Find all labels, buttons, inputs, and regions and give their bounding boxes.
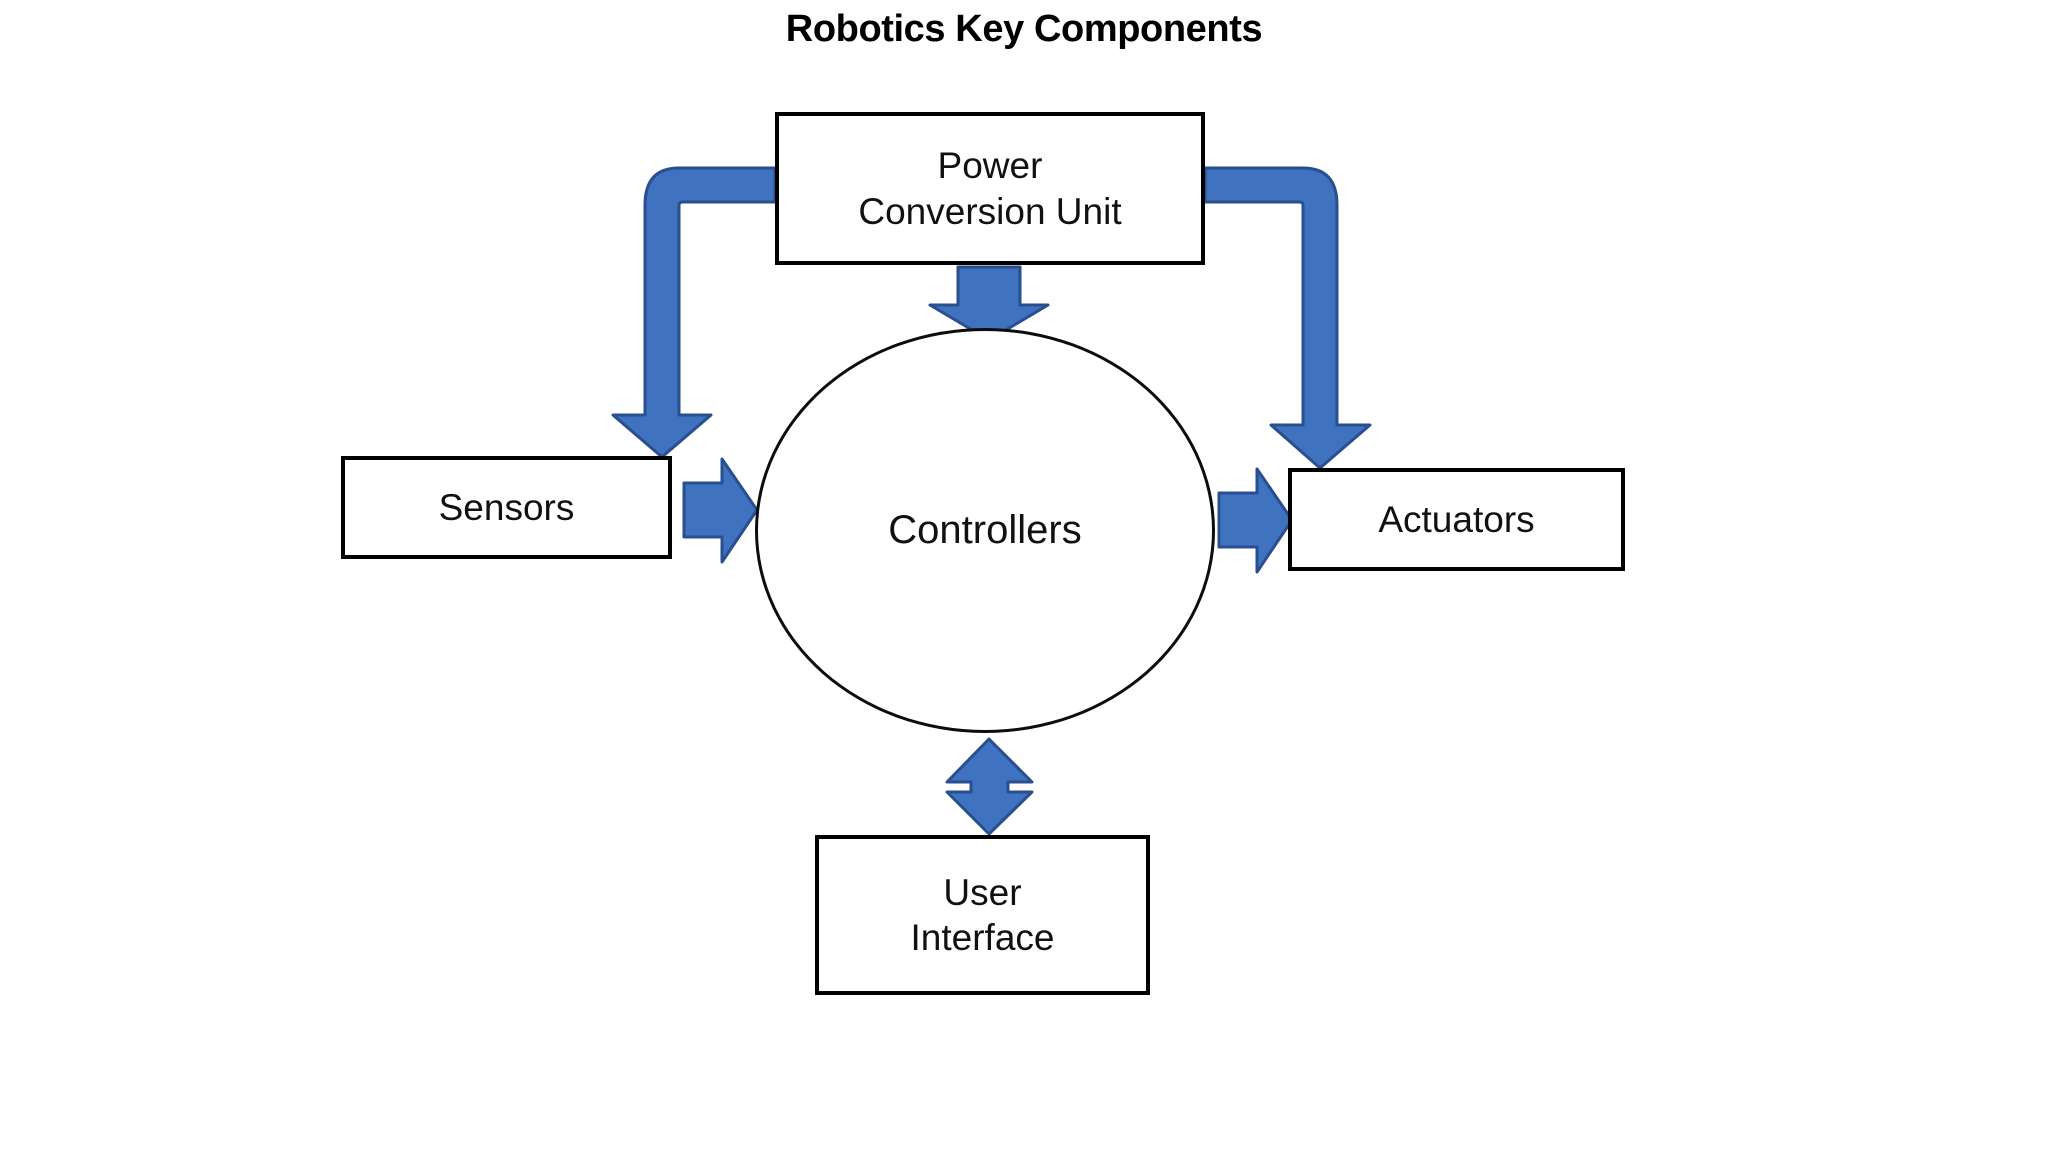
node-sensors[interactable]: Sensors xyxy=(341,456,672,559)
node-sensors-label: Sensors xyxy=(438,486,575,528)
connector-sensors-to-controllers-arrow-right xyxy=(682,457,759,564)
node-power-conversion-unit[interactable]: Power Conversion Unit xyxy=(775,112,1205,265)
connector-controllers-to-user-interface-arrow-bidirectional xyxy=(945,737,1034,836)
node-power-conversion-unit-label: Power Conversion Unit xyxy=(858,145,1122,232)
node-actuators-label: Actuators xyxy=(1378,498,1535,540)
node-controllers[interactable]: Controllers xyxy=(755,328,1215,733)
node-actuators[interactable]: Actuators xyxy=(1288,468,1625,571)
node-user-interface[interactable]: User Interface xyxy=(815,835,1150,995)
connector-controllers-to-actuators-arrow-right xyxy=(1217,467,1294,574)
connector-power-to-actuators-elbow-arrow xyxy=(1203,166,1372,470)
node-user-interface-label: User Interface xyxy=(910,871,1055,958)
connector-power-to-sensors-elbow-arrow xyxy=(611,166,777,459)
node-controllers-label: Controllers xyxy=(888,508,1082,552)
page-title: Robotics Key Components xyxy=(785,8,1263,50)
